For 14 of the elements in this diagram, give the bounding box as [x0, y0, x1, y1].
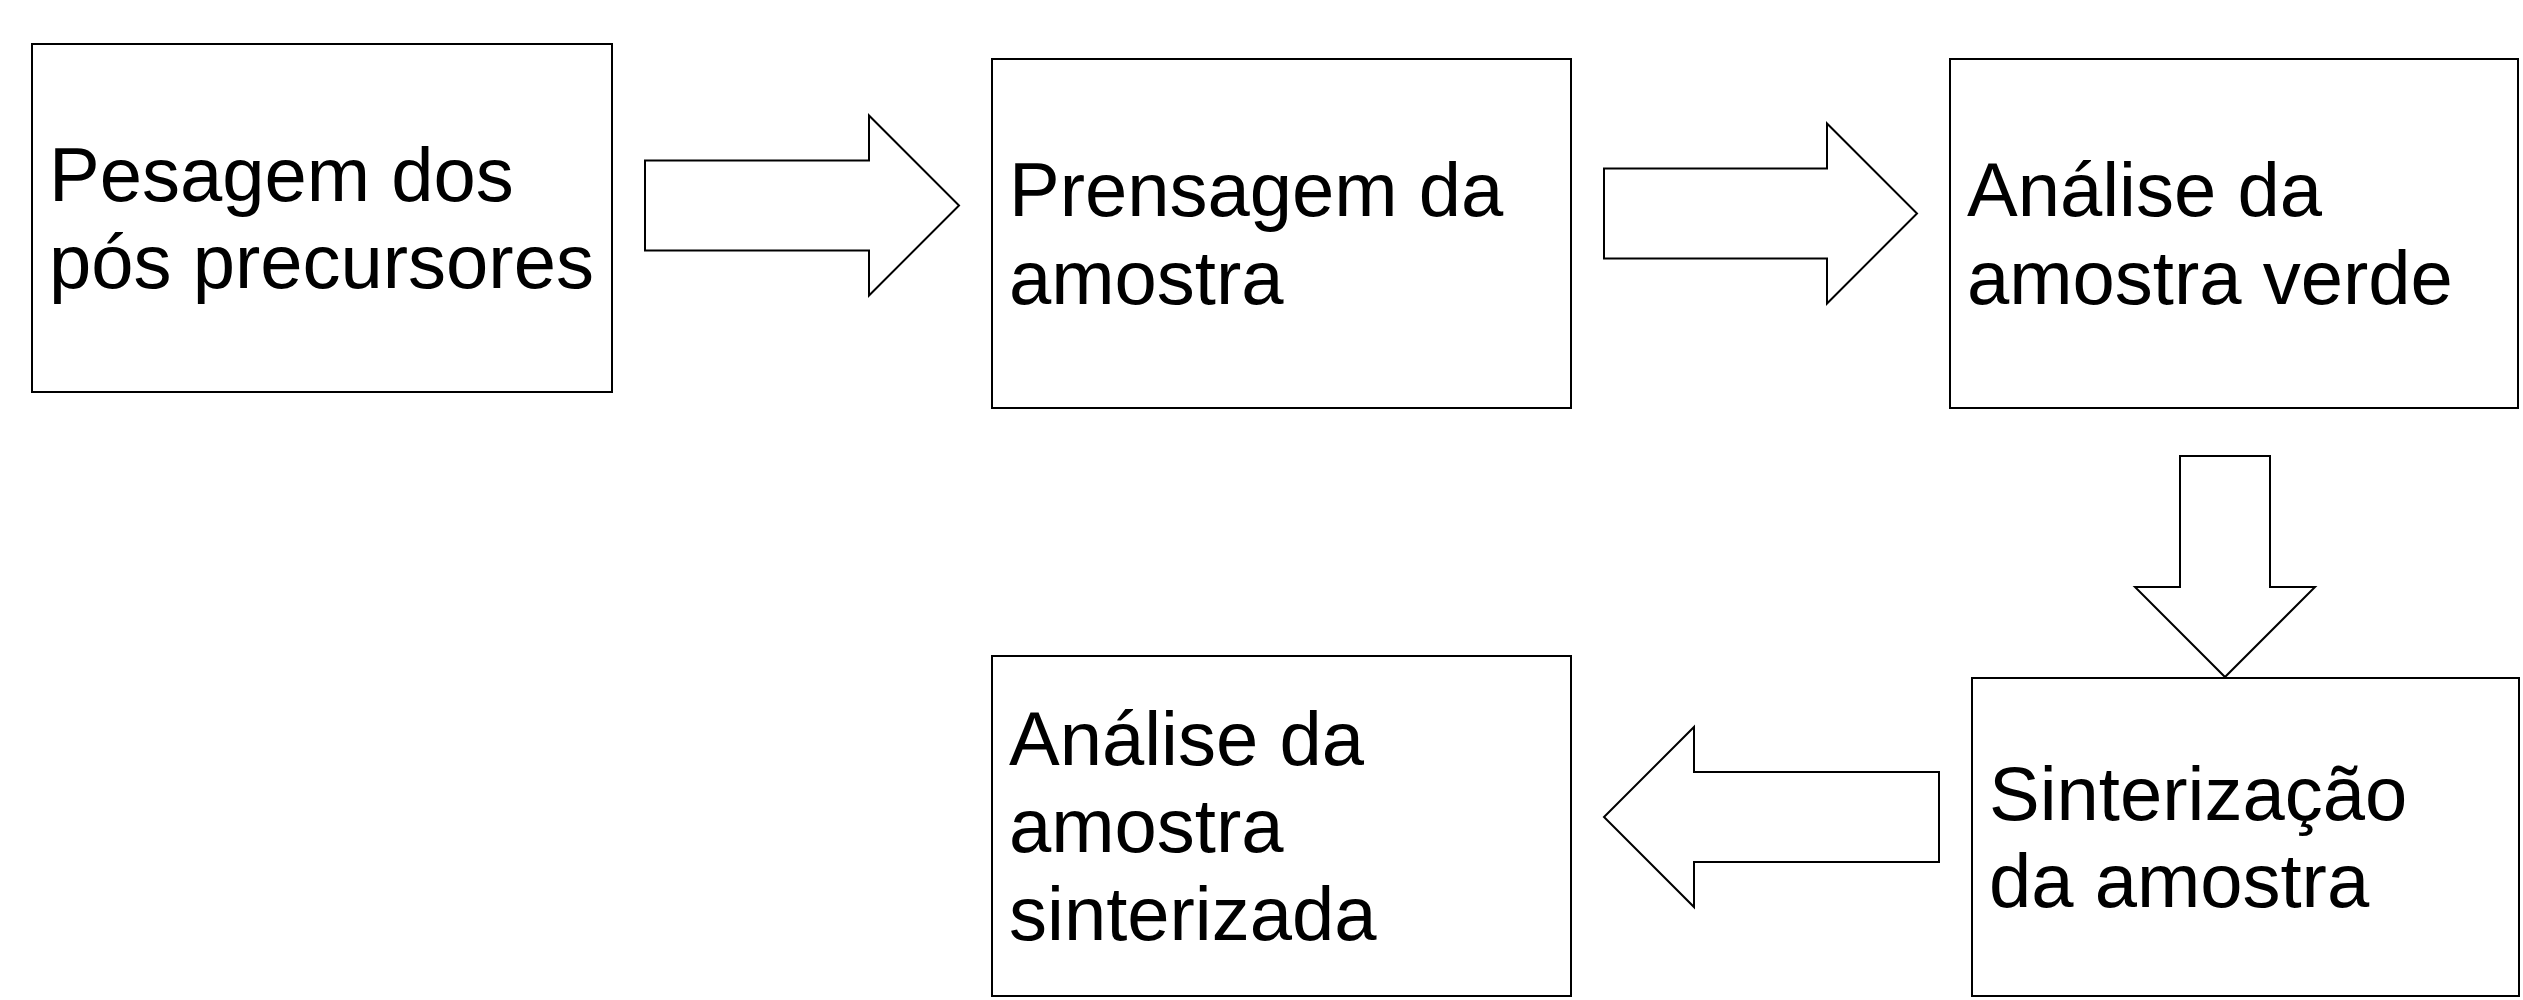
process-box	[31, 43, 613, 393]
step-label: Análise da amostra sinterizada	[1009, 694, 1378, 958]
block-arrow	[1602, 724, 1940, 910]
block-arrow	[1603, 121, 1919, 306]
process-box	[991, 58, 1572, 409]
process-box	[1949, 58, 2519, 409]
step-label: Prensagem da amostra	[1009, 146, 1505, 321]
step-label: Análise da amostra verde	[1967, 146, 2454, 321]
step-label: Pesagem dos pós precursores	[49, 130, 595, 306]
step-label: Sinterização da amostra	[1989, 749, 2409, 925]
block-arrow	[2132, 455, 2318, 679]
process-box	[991, 655, 1572, 997]
block-arrow	[644, 113, 961, 298]
process-box	[1971, 677, 2520, 997]
